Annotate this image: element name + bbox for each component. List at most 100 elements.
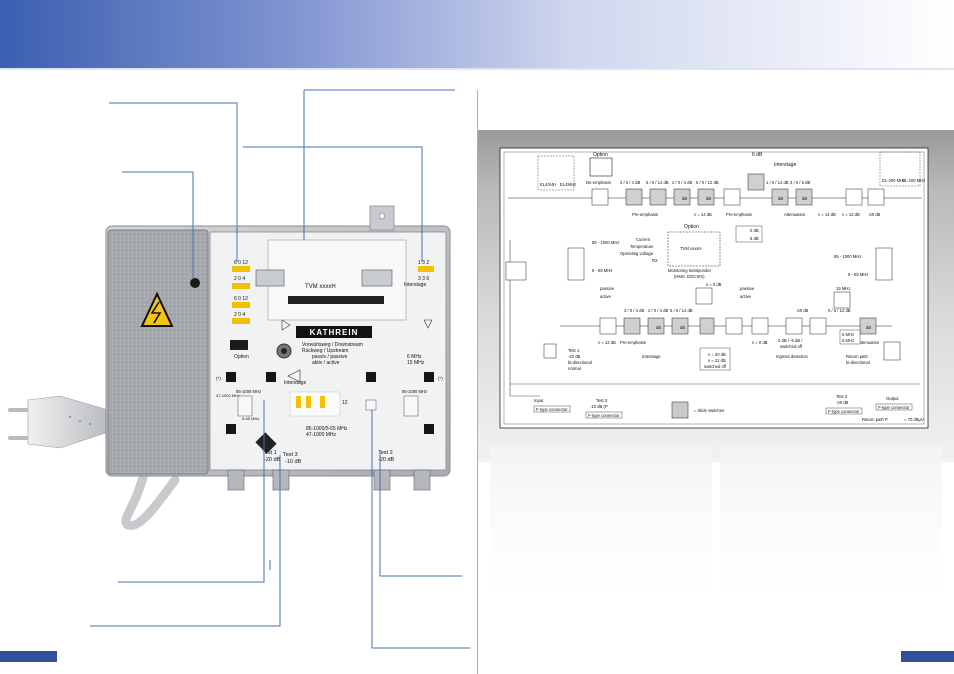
bracket-star-2: (*) <box>438 376 443 381</box>
db-ret-1: dB <box>656 325 661 330</box>
m20-ret: -20 dB <box>796 308 809 313</box>
band-b-label: 47-1000 MHz <box>216 393 240 398</box>
db6-label: 6 dB <box>752 152 763 158</box>
m20-top: -20 dB <box>868 212 881 217</box>
amplifier-photo: TVM xxxxH KATHREIN Vorwärtsweg / Downstr… <box>8 89 470 649</box>
v21-label: v = 21 dB <box>708 358 726 363</box>
s5-label: 1 / 0 / 12 dB <box>766 180 789 185</box>
band-hi-left: 85 - 1000 MHz <box>592 240 619 245</box>
v12-ret: v = 12 dB <box>598 340 616 345</box>
db-ret-2: dB <box>680 325 685 330</box>
active-label: aktiv / active <box>312 360 340 366</box>
f-conn-4: F-type connector <box>878 405 910 410</box>
band-sel-1: 85-1000/5-65 MHz <box>306 426 348 432</box>
pre-emphasis-ret: Pre-emphasis <box>620 340 646 345</box>
band-a-label-2: 85-1000 MHz <box>402 389 427 394</box>
input-label: Input <box>534 398 544 403</box>
return-path-label: Return path <box>846 354 869 359</box>
text-column-right <box>720 447 942 597</box>
connector-strip <box>288 296 384 304</box>
page-tab-left <box>0 651 57 662</box>
band-sel-2: 47-1000 MHz <box>306 432 337 438</box>
v14-top-2: v = 14 dB <box>818 212 836 217</box>
power-plug <box>8 395 109 449</box>
center-divider <box>477 90 478 674</box>
f-conn-2: F-type connector <box>588 413 620 418</box>
option-label: Option <box>593 152 608 158</box>
ret-s1: 3 / 0 / 4 dB <box>624 308 644 313</box>
interstage-label: Interstage <box>404 282 426 288</box>
header-rule <box>0 68 954 70</box>
mhz15-label: 15 MHz <box>407 360 425 366</box>
switched-off: switched off <box>704 364 727 369</box>
test1-sub: bi-directional <box>568 360 592 365</box>
de-emphasis-label: De-emphasis <box>586 180 611 185</box>
interstage-top: Interstage <box>774 162 796 168</box>
return-loss: Return path P <box>862 417 888 422</box>
passive-ret-2: passive <box>740 286 755 291</box>
screw-hole <box>190 278 200 288</box>
s2-label: 6 / 0 / 12 dB <box>646 180 669 185</box>
switch-label-4: 2 0 4 <box>234 312 245 318</box>
sdb-label: 6 dB <box>750 236 759 241</box>
warning-icon <box>140 291 174 327</box>
switch-legend: = Slide switches <box>694 408 724 413</box>
switch-mid-label: 12 <box>342 400 348 406</box>
pre-emphasis-top: Pre-emphasis <box>632 212 658 217</box>
power-cable <box>121 465 180 530</box>
db-box-1: dB <box>682 196 687 201</box>
mhz6-label: 6 MHz <box>407 354 422 360</box>
band-c-label: 5-65 MHz <box>242 416 259 421</box>
block-diagram: EL40/4H EL4MHz EL-200 MHz EL-200 MHz Opt… <box>499 147 929 429</box>
passive-label: passiv / passive <box>312 354 348 360</box>
bidirectional-label: bi-directional <box>846 360 870 365</box>
band-lo-left: 5 - 65 MHz <box>592 268 612 273</box>
opt-left-label: EL40/4H <box>540 182 556 187</box>
test1-diag: Test 1 <box>568 348 580 353</box>
text-column-left <box>490 447 712 597</box>
mhz5-label: 5 MHz <box>842 332 854 337</box>
v14-top: v = 14 dB <box>694 212 712 217</box>
db-box-3: dB <box>778 196 783 201</box>
test2-db: -20 dB <box>378 457 395 463</box>
metal-lid <box>107 229 209 475</box>
v0-label: v = 0 dB <box>706 282 722 287</box>
switch-label-5: 1 3 2 <box>418 260 429 266</box>
db-ret-3: dB <box>866 325 871 330</box>
test2-v: -20 dB <box>836 400 849 405</box>
rl-val: = 70 dBµV <box>904 417 924 422</box>
opt-right-label-2: EL-200 MHz <box>902 178 925 183</box>
band-a-label: 85-1000 MHz <box>236 389 261 394</box>
temperature-label: Temperature <box>630 244 654 249</box>
brand-text: KATHREIN <box>310 328 359 337</box>
switch-label-2: 2 0 4 <box>234 276 245 282</box>
header-band <box>0 0 954 68</box>
interstage-ret: Interstage <box>642 354 661 359</box>
band-lo-right: 5 - 65 MHz <box>848 272 868 277</box>
brand-logo <box>296 326 372 338</box>
attenuation-ret: Attenuation <box>858 340 880 345</box>
f-connectors <box>227 469 431 491</box>
test3-diag: Test 3 <box>596 398 608 403</box>
voltage-label: Operating voltage <box>620 251 654 256</box>
rms-label: (HMS, DOCSIS) <box>674 274 705 279</box>
db-box-2: dB <box>706 196 711 201</box>
ingress-label: Ingress detection <box>776 354 809 359</box>
downstream-label: Vorwärtsweg / Downstream <box>302 342 363 348</box>
f-conn-1: F-type connector <box>536 407 568 412</box>
m6-label: 0 dB / -6 dB / <box>778 338 803 343</box>
tvm-block: TVM xxxxH <box>680 246 701 251</box>
db-box-4: dB <box>802 196 807 201</box>
bracket-star-1: (*) <box>216 376 221 381</box>
s6-label: 3 / 0 / 6 dB <box>790 180 810 185</box>
test2-label: Test 2 <box>378 450 393 456</box>
ret-s3: 6 / 0 / 12 dB <box>670 308 693 313</box>
test1-sub2: normal <box>568 366 581 371</box>
pre-emphasis-top-2: Pre-emphasis <box>726 212 752 217</box>
s4-label: 6 / 0 / 12 dB <box>696 180 719 185</box>
atten-ret: 0 / 6 / 12 dB <box>828 308 851 313</box>
v0-ret: v = 0 dB <box>752 340 768 345</box>
page-tab-right <box>901 651 954 662</box>
f-conn-3: F-type connector <box>828 409 860 414</box>
